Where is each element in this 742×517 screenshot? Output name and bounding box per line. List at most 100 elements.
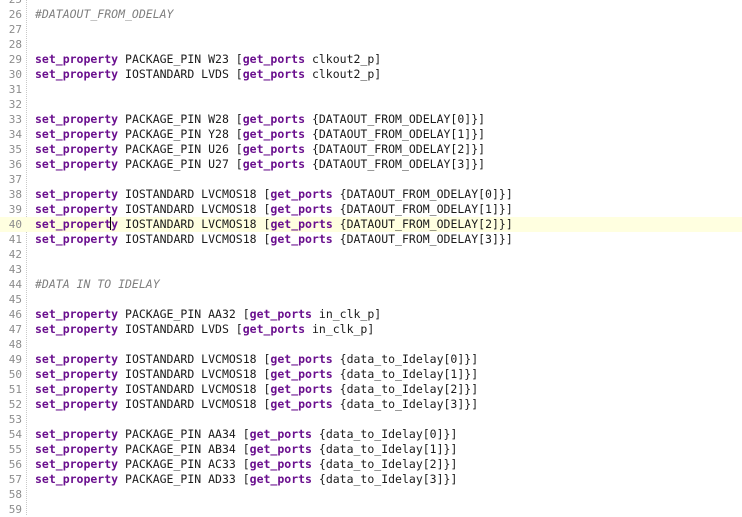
code-line[interactable]: 44#DATA IN TO IDELAY [0,277,742,292]
code-text[interactable]: set_property PACKAGE_PIN AA34 [get_ports… [35,427,457,442]
code-text[interactable]: set_property IOSTANDARD LVCMOS18 [get_po… [35,202,513,217]
code-line[interactable]: 55 set_property PACKAGE_PIN AB34 [get_por… [0,442,742,457]
code-text[interactable]: set_property PACKAGE_PIN AC33 [get_ports… [35,457,457,472]
line-number: 45 [8,293,22,306]
line-number: 40 [8,218,22,231]
comment-token: #DATAOUT_FROM_ODELAY [35,7,174,21]
code-line[interactable]: 48 [0,337,742,352]
code-text[interactable]: set_property PACKAGE_PIN W23 [get_ports … [35,52,381,67]
code-line[interactable]: 59 [0,502,742,517]
code-line[interactable]: 37 [0,172,742,187]
line-number: 52 [8,398,22,411]
keyword-token: get_ports [242,157,306,171]
code-line[interactable]: 39 set_property IOSTANDARD LVCMOS18 [get_… [0,202,742,217]
line-number: 48 [8,338,22,351]
code-text[interactable]: set_property PACKAGE_PIN W28 [get_ports … [35,112,485,127]
keyword-token: set_property [35,232,119,246]
code-text[interactable]: set_property IOSTANDARD LVCMOS18 [get_po… [35,397,478,412]
code-text[interactable]: set_property PACKAGE_PIN Y28 [get_ports … [35,127,485,142]
code-text[interactable]: set_property IOSTANDARD LVCMOS18 [get_po… [35,367,478,382]
code-line[interactable]: 35 set_property PACKAGE_PIN U26 [get_port… [0,142,742,157]
text-token: IOSTANDARD LVDS [ [118,67,243,81]
text-token: {data_to_Idelay[1]}] [311,442,458,456]
keyword-token: get_ports [270,202,333,216]
code-line[interactable]: 52 set_property IOSTANDARD LVCMOS18 [get_… [0,397,742,412]
code-text[interactable]: set_property PACKAGE_PIN AA32 [get_ports… [35,307,381,322]
line-number-gutter [0,0,27,515]
line-number: 38 [8,188,22,201]
text-token: {data_to_Idelay[1]}] [332,367,479,381]
comment-token: #DATA IN TO IDELAY [35,277,160,291]
keyword-token: get_ports [242,67,306,81]
text-token: in_clk_p] [311,307,382,321]
code-line[interactable]: 43 [0,262,742,277]
code-text[interactable]: set_property PACKAGE_PIN AD33 [get_ports… [35,472,457,487]
code-line[interactable]: 45 [0,292,742,307]
text-token: PACKAGE_PIN U26 [ [118,142,243,156]
code-line[interactable]: 47 set_property IOSTANDARD LVDS [get_port… [0,322,742,337]
code-text[interactable]: set_property PACKAGE_PIN AB34 [get_ports… [35,442,457,457]
code-text[interactable]: set_property PACKAGE_PIN U27 [get_ports … [35,157,485,172]
code-line[interactable]: 42 [0,247,742,262]
code-text[interactable]: #DATAOUT_FROM_ODELAY [35,7,173,22]
line-number: 55 [8,443,22,456]
keyword-token: get_ports [249,457,312,471]
code-line[interactable]: 27 [0,22,742,37]
text-token: {DATAOUT_FROM_ODELAY[3]}] [305,157,486,171]
code-text[interactable]: set_property PACKAGE_PIN U26 [get_ports … [35,142,485,157]
code-line[interactable]: 32 [0,97,742,112]
code-text[interactable]: set_property IOSTANDARD LVCMOS18 [get_po… [35,187,513,202]
text-token: IOSTANDARD LVCMOS18 [ [118,397,271,411]
code-text[interactable]: set_property IOSTANDARD LVCMOS18 [get_po… [35,217,513,232]
keyword-token: set_property [35,142,119,156]
code-text[interactable]: set_property IOSTANDARD LVCMOS18 [get_po… [35,232,513,247]
keyword-token: get_ports [242,127,306,141]
keyword-token: get_ports [242,142,306,156]
text-token: PACKAGE_PIN AA32 [ [118,307,250,321]
code-text[interactable]: set_property IOSTANDARD LVCMOS18 [get_po… [35,382,478,397]
code-line[interactable]: 29 set_property PACKAGE_PIN W23 [get_port… [0,52,742,67]
code-text[interactable]: #DATA IN TO IDELAY [35,277,160,292]
keyword-token: get_ports [270,232,333,246]
code-line[interactable]: 26#DATAOUT_FROM_ODELAY [0,7,742,22]
code-text[interactable]: set_property IOSTANDARD LVCMOS18 [get_po… [35,352,478,367]
code-line[interactable]: 28 [0,37,742,52]
text-token: IOSTANDARD LVCMOS18 [ [118,232,271,246]
keyword-token: set_property [35,457,119,471]
line-number: 25 [0,0,22,7]
code-line[interactable]: 31 [0,82,742,97]
code-line[interactable]: 34 set_property PACKAGE_PIN Y28 [get_port… [0,127,742,142]
text-token: PACKAGE_PIN AC33 [ [118,457,250,471]
code-line[interactable]: 53 [0,412,742,427]
text-token: clkout2_p] [305,52,382,66]
line-number: 53 [8,413,22,426]
line-number: 28 [8,38,22,51]
keyword-token: get_ports [242,322,306,336]
code-line[interactable]: 58 [0,487,742,502]
line-number: 35 [8,143,22,156]
line-number: 39 [8,203,22,216]
line-number: 34 [8,128,22,141]
keyword-token: set_property [35,472,119,486]
keyword-token: set_property [35,217,119,231]
keyword-token: get_ports [249,307,312,321]
line-number: 29 [8,53,22,66]
code-text[interactable]: set_property IOSTANDARD LVDS [get_ports … [35,322,374,337]
line-number: 47 [8,323,22,336]
code-line[interactable]: 25 [0,0,742,7]
code-line-current[interactable]: 40 set_property IOSTANDARD LVCMOS18 [get_… [0,217,742,232]
code-text[interactable]: set_property IOSTANDARD LVDS [get_ports … [35,67,381,82]
code-line[interactable]: 38 set_property IOSTANDARD LVCMOS18 [get_… [0,187,742,202]
